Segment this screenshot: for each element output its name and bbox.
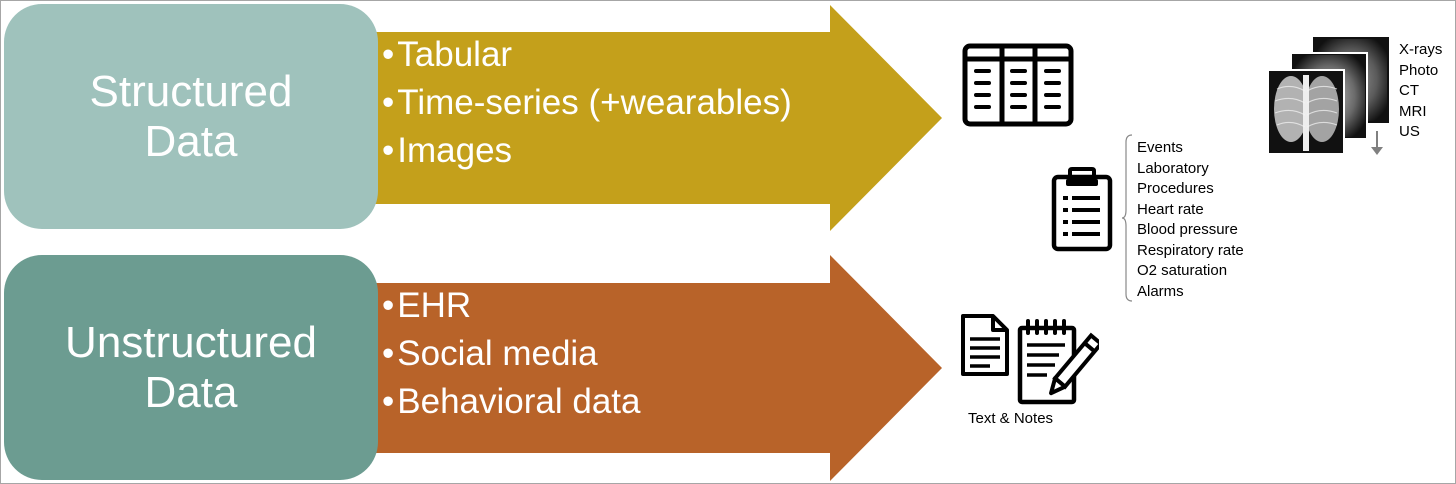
structured-item: Time-series (+wearables) xyxy=(382,79,792,127)
clinical-list-item: Heart rate xyxy=(1137,200,1204,218)
document-icon xyxy=(961,314,1009,376)
clinical-list-item: Events xyxy=(1137,139,1183,156)
clipboard-icon xyxy=(1051,167,1113,252)
unstructured-title-line-2: Data xyxy=(144,367,238,417)
xray-stack-icon xyxy=(1267,37,1389,155)
clinical-list-item: Alarms xyxy=(1137,282,1184,300)
modality-item: MRI xyxy=(1399,102,1427,120)
table-icon xyxy=(962,43,1074,127)
structured-item: Images xyxy=(382,127,792,175)
unstructured-data-box: Unstructured Data xyxy=(4,255,378,480)
unstructured-items-list: EHR Social media Behavioral data xyxy=(382,282,641,426)
structured-item: Tabular xyxy=(382,31,792,79)
structured-title-line-2: Data xyxy=(144,116,238,166)
unstructured-item: Behavioral data xyxy=(382,378,640,426)
list-brace xyxy=(1122,134,1133,302)
modality-item: Photo xyxy=(1399,61,1439,79)
unstructured-title-line-1: Unstructured xyxy=(65,317,317,367)
text-notes-caption: Text & Notes xyxy=(968,410,1054,427)
modality-item: CT xyxy=(1399,82,1419,99)
clinical-list-item: Blood pressure xyxy=(1137,221,1238,238)
structured-items-list: Tabular Time-series (+wearables) Images xyxy=(382,31,792,175)
structured-title-line-1: Structured xyxy=(89,66,293,116)
structured-data-box: Structured Data xyxy=(4,4,378,229)
unstructured-item: EHR xyxy=(382,282,641,330)
notepad-pencil-icon xyxy=(1017,319,1099,405)
clinical-list-item: Respiratory rate xyxy=(1137,241,1244,259)
clinical-list-item: Laboratory xyxy=(1137,159,1209,177)
clinical-list-item: Procedures xyxy=(1137,180,1214,197)
imaging-modalities-list: X-rays Photo CT MRI US xyxy=(1399,40,1442,143)
clinical-events-list: Events Laboratory Procedures Heart rate … xyxy=(1137,138,1244,302)
unstructured-item: Social media xyxy=(382,330,641,378)
modality-item: X-rays xyxy=(1399,41,1443,58)
clinical-list-item: O2 saturation xyxy=(1137,262,1228,279)
modality-item: US xyxy=(1399,123,1420,140)
